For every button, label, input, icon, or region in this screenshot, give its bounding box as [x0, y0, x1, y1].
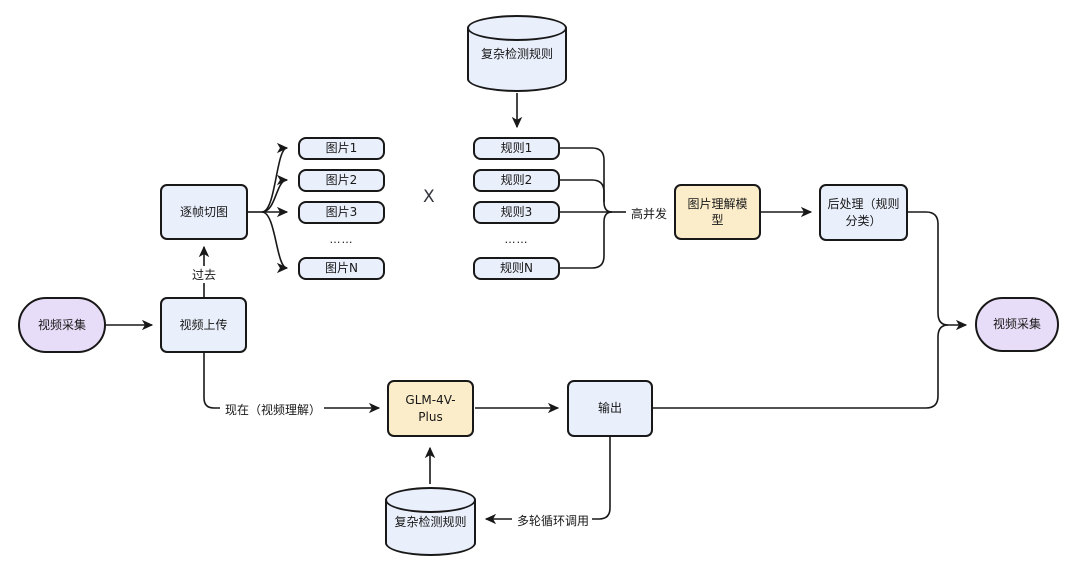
- process-postprocess-rule-classify: 后处理（规则分类）: [819, 184, 908, 241]
- cross-product-symbol: X: [423, 187, 435, 207]
- rule-list-ellipsis: ……: [504, 233, 529, 246]
- item-label: 图片1: [325, 141, 358, 156]
- process-frame-cut: 逐帧切图: [160, 184, 248, 240]
- process-label: 后处理（规则分类）: [827, 197, 900, 228]
- item-label: 图片2: [325, 173, 358, 188]
- edge-label-past: 过去: [189, 266, 220, 283]
- item-label: 规则2: [500, 173, 533, 188]
- database-complex-rules-bottom: 复杂检测规则: [385, 487, 476, 556]
- picture-list-ellipsis: ……: [329, 233, 354, 246]
- database-label: 复杂检测规则: [480, 47, 553, 61]
- process-image-understanding-model: 图片理解模型: [674, 184, 761, 240]
- process-label: 输出: [597, 401, 622, 416]
- item-label: 规则N: [500, 261, 533, 276]
- item-label: 图片3: [325, 205, 358, 220]
- item-label: 图片N: [325, 261, 358, 276]
- process-label: 视频上传: [179, 317, 228, 332]
- item-rule-n: 规则N: [473, 257, 560, 280]
- edge-label-high-concurrency: 高并发: [628, 205, 671, 222]
- terminal-label: 视频采集: [992, 317, 1041, 332]
- process-glm-4v-plus: GLM-4V-Plus: [387, 380, 474, 437]
- edge-label-multi-round-loop-call: 多轮循环调用: [514, 512, 593, 529]
- edge-label-now-video-understanding: 现在（视频理解）: [222, 401, 325, 418]
- item-rule-1: 规则1: [473, 137, 560, 160]
- process-output: 输出: [567, 380, 653, 437]
- terminal-label: 视频采集: [37, 317, 86, 332]
- database-complex-rules-top: 复杂检测规则: [467, 15, 567, 92]
- item-picture-2: 图片2: [298, 169, 385, 192]
- item-picture-n: 图片N: [298, 257, 385, 280]
- item-label: 规则3: [500, 205, 533, 220]
- process-video-upload: 视频上传: [160, 297, 247, 353]
- item-rule-2: 规则2: [473, 169, 560, 192]
- item-rule-3: 规则3: [473, 201, 560, 224]
- item-picture-3: 图片3: [298, 201, 385, 224]
- database-label: 复杂检测规则: [394, 515, 467, 529]
- process-label: GLM-4V-Plus: [405, 393, 456, 424]
- terminal-video-capture-start: 视频采集: [18, 297, 106, 353]
- item-label: 规则1: [500, 141, 533, 156]
- process-label: 图片理解模型: [687, 196, 748, 227]
- terminal-video-capture-end: 视频采集: [975, 297, 1059, 352]
- item-picture-1: 图片1: [298, 137, 385, 160]
- process-label: 逐帧切图: [179, 204, 228, 219]
